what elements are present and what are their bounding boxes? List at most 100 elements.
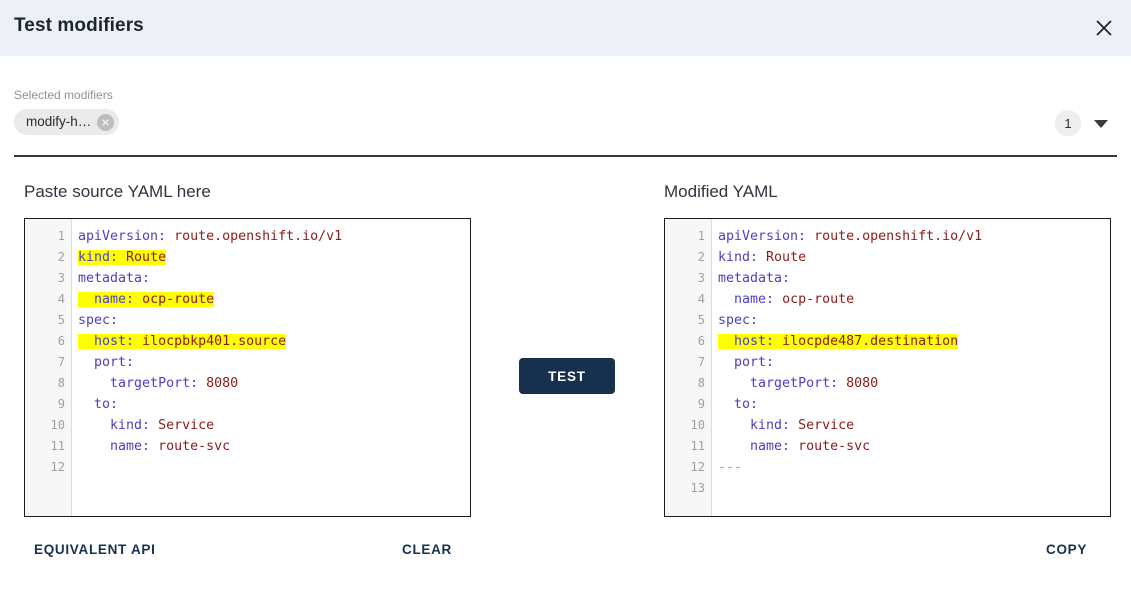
yaml-key: to: <box>734 397 758 412</box>
code-line: name: route-svc <box>78 436 230 457</box>
code-text: kind: Service <box>718 418 854 433</box>
code-highlight: host: ilocpbkp401.source <box>78 334 286 349</box>
yaml-value: Route <box>766 250 806 265</box>
yaml-key: metadata: <box>718 271 790 286</box>
selected-modifiers-label: Selected modifiers <box>14 88 1117 102</box>
code-text: apiVersion: route.openshift.io/v1 <box>718 229 982 244</box>
yaml-key: to: <box>94 397 118 412</box>
yaml-key: apiVersion: <box>718 229 806 244</box>
test-button[interactable]: TEST <box>519 358 615 394</box>
yaml-space <box>718 397 734 412</box>
yaml-key: apiVersion: <box>78 229 166 244</box>
equivalent-api-button[interactable]: EQUIVALENT API <box>34 542 156 557</box>
line-number: 10 <box>51 415 65 436</box>
code-line: kind: Service <box>718 415 854 436</box>
code-text: name: route-svc <box>718 439 870 454</box>
code-line: targetPort: 8080 <box>718 373 878 394</box>
code-highlight: kind: Route <box>78 250 166 265</box>
yaml-key: port: <box>94 355 134 370</box>
yaml-space <box>790 439 798 454</box>
yaml-value: Route <box>126 250 166 265</box>
close-button[interactable] <box>1088 12 1120 44</box>
yaml-key: kind: <box>718 250 758 265</box>
code-line: host: ilocpde487.destination <box>718 331 958 352</box>
line-number: 4 <box>58 289 65 310</box>
yaml-space <box>718 355 734 370</box>
chip-row: modify-h… 1 <box>14 109 1117 139</box>
modifier-chip[interactable]: modify-h… <box>14 109 119 135</box>
modified-yaml-editor[interactable]: 12345678910111213 apiVersion: route.open… <box>664 218 1111 517</box>
code-text: spec: <box>78 313 118 328</box>
line-number: 2 <box>698 247 705 268</box>
line-number: 4 <box>698 289 705 310</box>
field-underline <box>14 155 1117 157</box>
code-line: name: route-svc <box>718 436 870 457</box>
code-highlight: host: ilocpde487.destination <box>718 334 958 349</box>
yaml-separator: --- <box>718 460 742 475</box>
close-icon <box>1095 19 1113 37</box>
code-line: kind: Route <box>78 247 166 268</box>
copy-button[interactable]: COPY <box>1046 542 1087 557</box>
line-number: 11 <box>51 436 65 457</box>
yaml-space <box>774 334 782 349</box>
code-line: host: ilocpbkp401.source <box>78 331 286 352</box>
code-text: metadata: <box>78 271 150 286</box>
yaml-value: route.openshift.io/v1 <box>174 229 342 244</box>
code-line: port: <box>718 352 774 373</box>
yaml-space <box>790 418 798 433</box>
clear-button[interactable]: CLEAR <box>402 542 452 557</box>
code-line: port: <box>78 352 134 373</box>
line-number: 1 <box>58 226 65 247</box>
yaml-space <box>758 250 766 265</box>
yaml-key: name: <box>94 292 134 307</box>
source-yaml-editor[interactable]: 123456789101112 apiVersion: route.opensh… <box>24 218 471 517</box>
line-number: 3 <box>58 268 65 289</box>
line-number: 12 <box>51 457 65 478</box>
yaml-key: name: <box>734 292 774 307</box>
yaml-space <box>838 376 846 391</box>
circle-close-icon[interactable] <box>97 114 114 131</box>
yaml-key: host: <box>94 334 134 349</box>
code-text: metadata: <box>718 271 790 286</box>
yaml-value: ocp-route <box>142 292 214 307</box>
yaml-value: route-svc <box>798 439 870 454</box>
line-number: 6 <box>698 331 705 352</box>
code-line: spec: <box>718 310 758 331</box>
yaml-key: port: <box>734 355 774 370</box>
line-number: 1 <box>698 226 705 247</box>
chevron-down-icon[interactable] <box>1093 118 1109 130</box>
line-number: 2 <box>58 247 65 268</box>
code-line: kind: Route <box>718 247 806 268</box>
yaml-space <box>718 376 750 391</box>
code-line: to: <box>718 394 758 415</box>
yaml-value: route.openshift.io/v1 <box>814 229 982 244</box>
yaml-value: Service <box>158 418 214 433</box>
yaml-key: kind: <box>78 250 118 265</box>
line-number: 11 <box>691 436 705 457</box>
line-number: 8 <box>58 373 65 394</box>
code-line: apiVersion: route.openshift.io/v1 <box>718 226 982 247</box>
yaml-value: 8080 <box>206 376 238 391</box>
code-text: targetPort: 8080 <box>718 376 878 391</box>
yaml-space <box>198 376 206 391</box>
code-text: kind: Service <box>78 418 214 433</box>
modifier-count-badge[interactable]: 1 <box>1055 110 1081 136</box>
yaml-space <box>78 418 110 433</box>
yaml-key: spec: <box>78 313 118 328</box>
yaml-space <box>806 229 814 244</box>
source-yaml-code[interactable]: apiVersion: route.openshift.io/v1 kind: R… <box>73 219 470 516</box>
yaml-value: ilocpbkp401.source <box>142 334 286 349</box>
line-number: 6 <box>58 331 65 352</box>
code-text: port: <box>718 355 774 370</box>
yaml-space <box>78 397 94 412</box>
modified-yaml-code: apiVersion: route.openshift.io/v1 kind: R… <box>713 219 1110 516</box>
code-line: name: ocp-route <box>78 289 214 310</box>
yaml-space <box>718 439 750 454</box>
line-number: 5 <box>698 310 705 331</box>
yaml-space <box>78 376 110 391</box>
code-text: name: ocp-route <box>718 292 854 307</box>
code-line: --- <box>718 457 742 478</box>
yaml-key: host: <box>734 334 774 349</box>
yaml-space <box>718 334 734 349</box>
modified-yaml-title: Modified YAML <box>664 182 778 202</box>
